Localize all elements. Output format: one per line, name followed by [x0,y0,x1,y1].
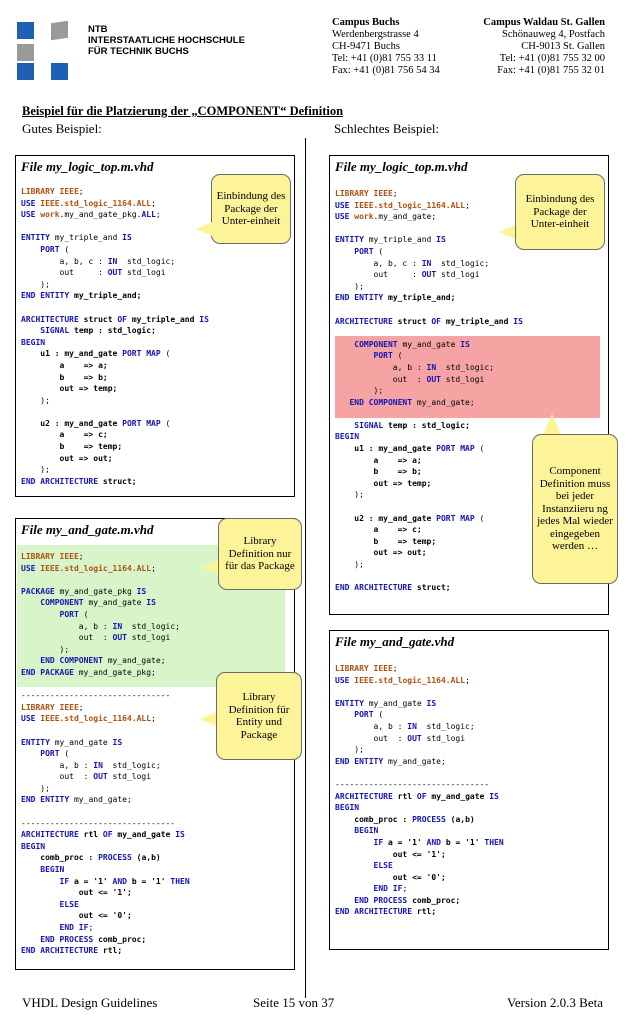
code-listing: LIBRARY IEEE; USE IEEE.std_logic_1164.AL… [335,189,523,593]
footer-left: VHDL Design Guidelines [22,995,158,1010]
code-box-bad-gate: File my_and_gate.vhd LIBRARY IEEE; USE I… [329,630,609,950]
callout-pointer [543,414,561,434]
good-example-label: Gutes Beispiel: [22,121,102,136]
callout-good-library-entity: Library Definition für Entity und Packag… [216,672,302,760]
callout-good-library-package: Library Definition nur für das Package [218,518,302,590]
logo-square-4 [17,63,34,80]
callout-good-package: Einbindung des Package der Unter-einheit [211,174,291,244]
code-listing: LIBRARY IEEE; USE IEEE.std_logic_1164.AL… [21,187,209,486]
logo-square-3 [17,44,34,61]
column-divider [305,138,306,998]
callout-pointer [196,222,212,236]
logo-square-5 [51,63,68,80]
file-title: File my_logic_top.m.vhd [21,159,154,174]
campus-waldau-address: Campus Waldau St. Gallen Schönauweg 4, P… [483,17,605,76]
callout-bad-package: Einbindung des Package der Unter-einheit [515,174,605,250]
callout-pointer [202,560,218,574]
component-highlight [335,336,600,418]
logo-square-1 [17,22,34,39]
code-listing: LIBRARY IEEE; USE IEEE.std_logic_1164.AL… [21,552,190,956]
logo-square-2 [51,20,68,41]
file-title: File my_logic_top.m.vhd [335,159,468,174]
file-title: File my_and_gate.vhd [335,634,455,649]
footer-page-number: Seite 15 von 37 [253,995,335,1010]
file-title: File my_and_gate.m.vhd [21,522,154,537]
bad-example-label: Schlechtes Beispiel: [334,121,440,136]
page-title: Beispiel für die Platzierung der „COMPON… [22,104,344,118]
callout-pointer [200,712,216,726]
code-listing: LIBRARY IEEE; USE IEEE.std_logic_1164.AL… [335,664,504,917]
footer-version: Version 2.0.3 Beta [506,995,603,1010]
callout-pointer [499,225,515,239]
campus-buchs-address: Campus Buchs Werdenbergstrasse 4 CH-9471… [332,17,440,76]
callout-bad-component: Component Definition muss bei jeder Inst… [532,434,618,584]
institution-name: NTB INTERSTAATLICHE HOCHSCHULE FÜR TECHN… [88,24,245,57]
